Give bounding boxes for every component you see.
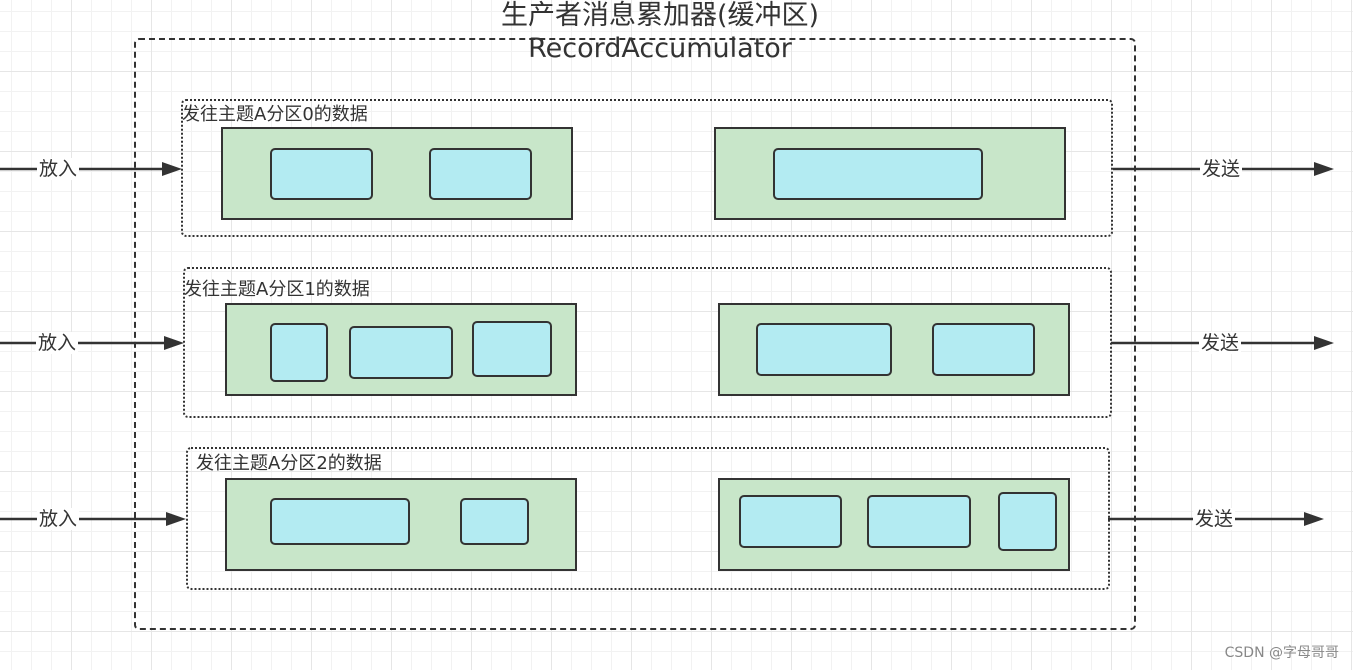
send-arrow-2-head bbox=[1304, 512, 1324, 526]
diagram-title: 生产者消息累加器(缓冲区) bbox=[500, 0, 820, 31]
record bbox=[270, 498, 410, 545]
record bbox=[270, 323, 328, 382]
watermark: CSDN @字母哥哥 bbox=[1224, 645, 1339, 661]
partition-2 bbox=[186, 447, 1110, 590]
record bbox=[867, 495, 971, 548]
record bbox=[270, 148, 373, 200]
record bbox=[756, 323, 892, 376]
put-label-1: 放入 bbox=[36, 332, 79, 354]
record bbox=[998, 492, 1057, 551]
record bbox=[472, 321, 552, 377]
send-label-2: 发送 bbox=[1193, 508, 1236, 530]
put-label-2: 放入 bbox=[37, 508, 80, 530]
record bbox=[460, 498, 529, 545]
partition-2-label: 发往主题A分区2的数据 bbox=[196, 453, 382, 474]
partition-0 bbox=[181, 99, 1113, 237]
record bbox=[429, 148, 532, 200]
put-arrow-2-head bbox=[166, 512, 186, 526]
record bbox=[739, 495, 842, 548]
record bbox=[773, 148, 983, 200]
send-arrow-0-head bbox=[1314, 162, 1334, 176]
partition-1 bbox=[183, 267, 1112, 418]
send-arrow-1-head bbox=[1314, 336, 1334, 350]
partition-1-label: 发往主题A分区1的数据 bbox=[184, 279, 370, 300]
send-label-1: 发送 bbox=[1199, 332, 1242, 354]
put-arrow-0-head bbox=[162, 162, 182, 176]
record bbox=[932, 323, 1035, 376]
accumulator-container bbox=[134, 38, 1136, 630]
send-label-0: 发送 bbox=[1200, 158, 1243, 180]
put-arrow-1-head bbox=[164, 336, 184, 350]
put-label-0: 放入 bbox=[37, 158, 80, 180]
partition-0-label: 发往主题A分区0的数据 bbox=[182, 104, 368, 125]
record bbox=[349, 326, 453, 379]
